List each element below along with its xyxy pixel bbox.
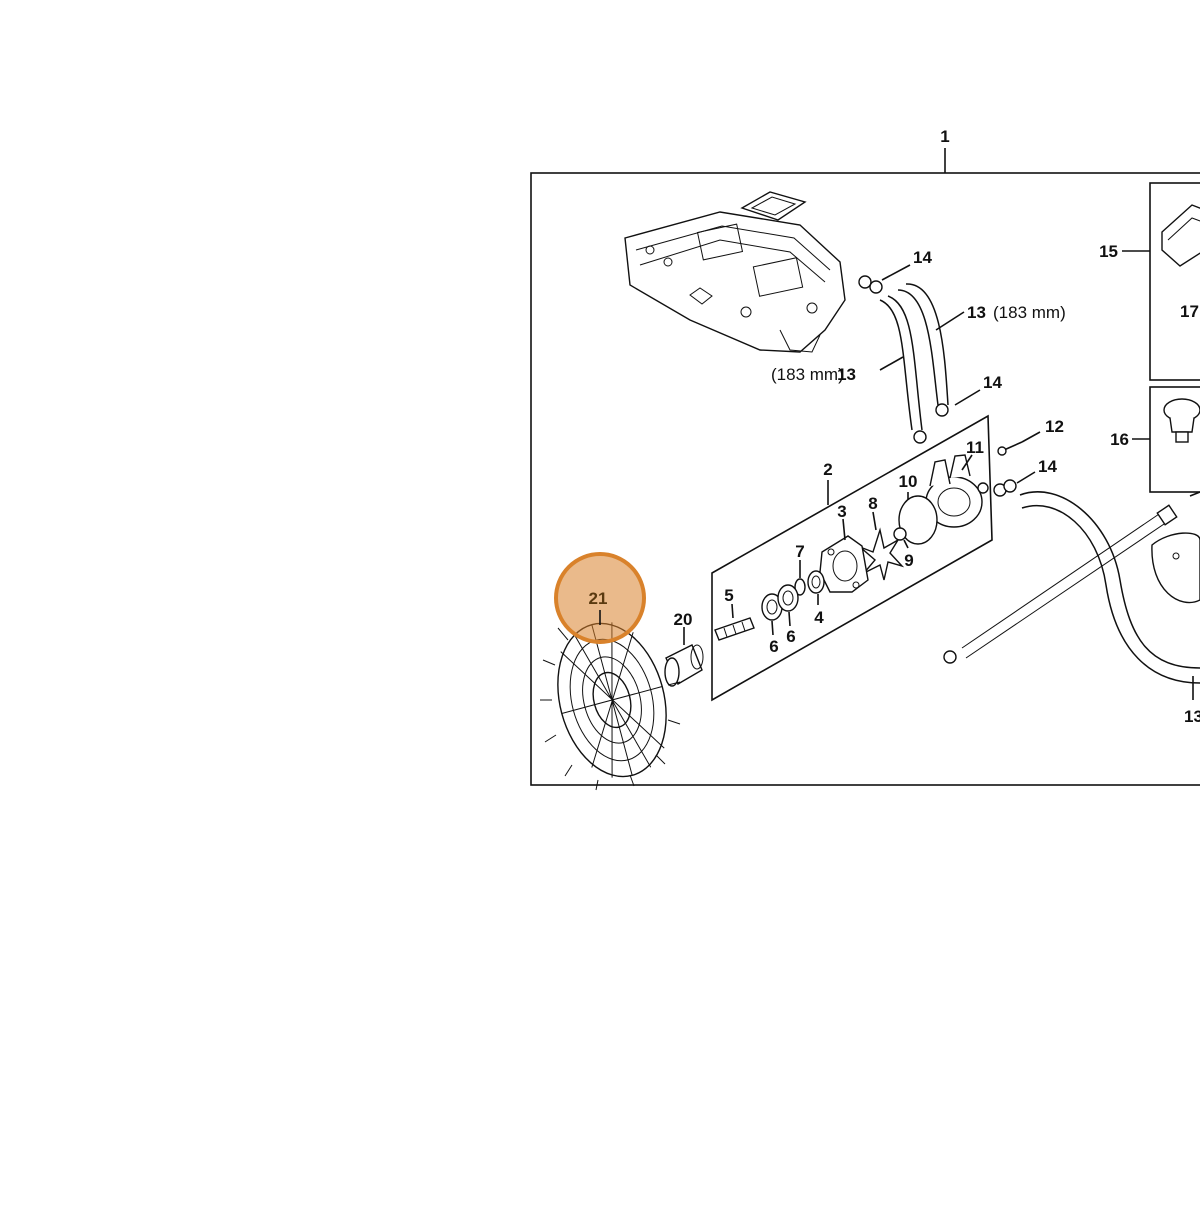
callout-20[interactable]: 20 xyxy=(674,610,693,629)
leader-12 xyxy=(1021,431,1041,443)
bearing-6b xyxy=(777,584,799,612)
hose-13-pair xyxy=(879,283,949,431)
flange-3 xyxy=(819,535,869,593)
callout-1[interactable]: 1 xyxy=(940,127,949,146)
callout-14c[interactable]: 14 xyxy=(1038,457,1057,476)
callout-6b[interactable]: 6 xyxy=(786,627,795,646)
callout-7[interactable]: 7 xyxy=(795,542,804,561)
cap-16-neck xyxy=(1169,417,1195,433)
seal-4-inner xyxy=(811,575,821,589)
circlip-7 xyxy=(794,578,806,596)
clamp-14-middle xyxy=(913,403,949,444)
leader-11 xyxy=(961,454,973,471)
leader-6b xyxy=(788,611,791,627)
callout-13a[interactable]: 13 xyxy=(967,303,986,322)
leader-3 xyxy=(842,518,846,541)
length-note-left: (183 mm) xyxy=(771,365,844,384)
callout-10[interactable]: 10 xyxy=(899,472,918,491)
seal-4 xyxy=(807,570,825,594)
cap-16-stem xyxy=(1175,431,1189,443)
subframe-15 xyxy=(1149,182,1200,381)
subassembly-frame-2 xyxy=(711,414,993,702)
assembly-frame xyxy=(530,172,1200,786)
clamp-14-right xyxy=(993,479,1017,497)
cap-16-part xyxy=(1163,398,1200,422)
callout-16[interactable]: 16 xyxy=(1110,430,1129,449)
pump-housing xyxy=(624,191,846,353)
callout-21[interactable]: 21 xyxy=(589,589,608,608)
callout-13c[interactable]: 13 xyxy=(1184,707,1200,726)
leader-6a xyxy=(771,620,774,636)
leader-14a xyxy=(881,264,911,281)
leader-9 xyxy=(903,539,909,549)
leader-13b xyxy=(879,356,904,371)
hose-13-long xyxy=(1019,491,1200,684)
shaft-5 xyxy=(714,617,755,641)
callout-6a[interactable]: 6 xyxy=(769,637,778,656)
callout-14b[interactable]: 14 xyxy=(983,373,1002,392)
coupling-20 xyxy=(664,644,704,687)
nut-9 xyxy=(893,527,907,541)
callout-15[interactable]: 15 xyxy=(1099,242,1118,261)
leader-13a xyxy=(935,311,965,331)
cover-15-detail xyxy=(1167,217,1200,241)
length-note-right: (183 mm) xyxy=(993,303,1066,322)
o-ring-10 xyxy=(898,495,938,545)
leader-14b xyxy=(954,389,981,406)
callout-14a[interactable]: 14 xyxy=(913,248,932,267)
thin-hose xyxy=(943,504,1178,664)
callout-17[interactable]: 17 xyxy=(1180,302,1199,321)
screw-12 xyxy=(997,441,1023,456)
callout-13b[interactable]: 13 xyxy=(837,365,856,384)
callout-3[interactable]: 3 xyxy=(837,502,846,521)
cover-15-part xyxy=(1161,204,1200,267)
callout-12[interactable]: 12 xyxy=(1045,417,1064,436)
grille-21 xyxy=(540,622,681,791)
diaphragm-plate xyxy=(1151,532,1200,604)
callout-9[interactable]: 9 xyxy=(904,551,913,570)
fitting-edge xyxy=(1189,491,1200,497)
callout-2[interactable]: 2 xyxy=(823,460,832,479)
leader-5 xyxy=(731,603,734,619)
clamp-14-top xyxy=(858,275,883,294)
callout-5[interactable]: 5 xyxy=(724,586,733,605)
highlight-marker xyxy=(554,552,646,644)
plate-hole xyxy=(1172,552,1180,560)
leader-8 xyxy=(872,511,877,531)
callout-4[interactable]: 4 xyxy=(814,608,824,627)
callout-8[interactable]: 8 xyxy=(868,494,877,513)
callout-11[interactable]: 11 xyxy=(966,438,984,457)
leader-14c xyxy=(1016,471,1036,484)
